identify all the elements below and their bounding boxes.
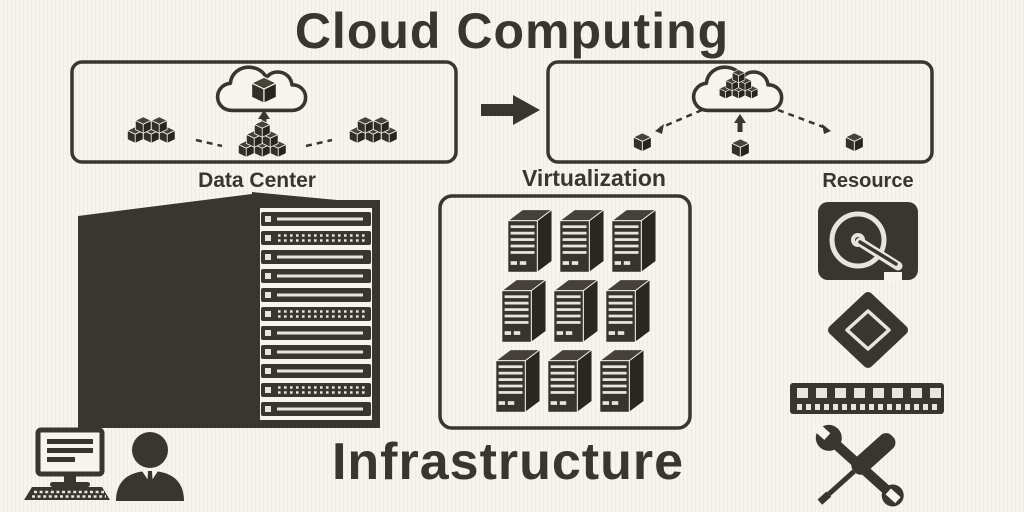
ram-chips [797,388,941,398]
cloud-cube-icon [250,76,277,104]
up-arrow-icon [258,110,270,127]
footer-title: Infrastructure [331,433,685,491]
workstation-icon [24,427,110,500]
label-virtualization: Virtualization [522,165,666,191]
tools-icon [812,422,904,507]
page-title: Cloud Computing [294,3,730,59]
server-cluster-left [127,116,176,144]
server-rack-icon [78,192,380,428]
virtualization-cloud-diagram [546,60,934,164]
cluster-link-dash [195,138,223,148]
person-tie [147,471,153,490]
dashed-link-right [777,108,827,130]
datacenter-cloud-diagram [70,60,458,164]
cluster-link-dash [305,138,333,148]
rack-side-panel [78,194,252,428]
monitor-base [50,482,90,487]
virtual-servers-box [438,194,692,430]
monitor-stand [64,476,76,482]
resource-cube-left [632,132,652,152]
arrowhead-left [655,124,664,134]
screwdriver-icon [817,433,896,505]
flow-arrow-icon [481,95,540,125]
resource-cube-right [844,132,864,152]
label-data-center: Data Center [198,169,316,192]
cpu-chip-icon [828,292,908,368]
resource-cube-center [730,138,750,158]
hard-drive-icon [818,202,918,282]
datacenter-box [70,60,458,164]
keyboard [24,487,110,500]
dashed-link-left [659,108,703,130]
server-cluster-right [349,116,398,144]
server-cluster-center [238,120,287,158]
admin-person-icon [116,432,184,501]
rack-server-slots [259,212,373,416]
ram-icon [790,383,944,414]
virtual-servers-icon [438,194,692,430]
virtualization-box [546,60,934,164]
person-head [132,432,168,468]
up-arrow-icon [734,114,746,132]
label-resource: Resource [822,170,914,192]
arrowhead-right [822,124,831,134]
